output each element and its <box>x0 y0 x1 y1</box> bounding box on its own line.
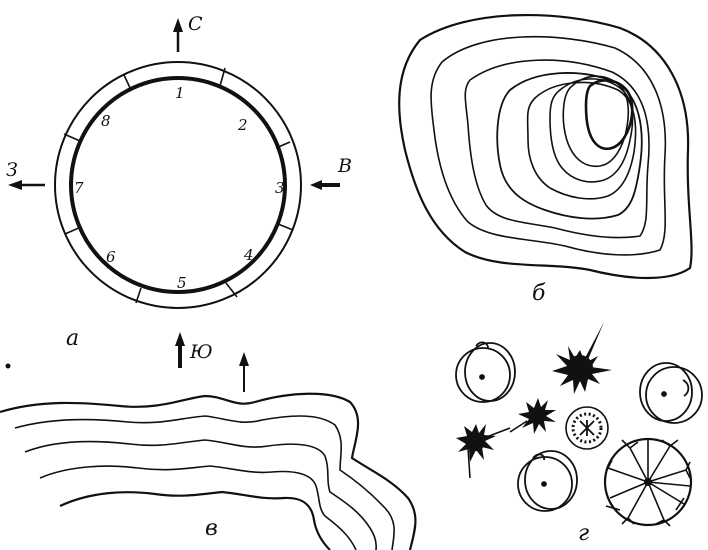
sector-label-4: 4 <box>243 246 254 264</box>
sector-label-8: 8 <box>101 112 111 130</box>
sector-label-5: 5 <box>177 274 187 292</box>
east-arrow-icon <box>310 180 340 190</box>
sector-label-6: 6 <box>106 248 116 266</box>
sector-label-7: 7 <box>74 179 84 197</box>
sector-label-3: 3 <box>275 179 285 197</box>
compass-east: В <box>337 155 352 177</box>
panel-a: 1 2 3 4 5 6 7 8 С В З Ю а <box>6 13 352 368</box>
west-arrow-icon <box>8 180 45 190</box>
sector-label-1: 1 <box>175 84 185 102</box>
radial-particle <box>566 407 608 449</box>
bark-dividers <box>64 68 293 303</box>
compass-west: З <box>6 159 18 181</box>
compass-north: С <box>188 13 203 35</box>
compass-south: Ю <box>189 341 213 363</box>
north-arrow-icon <box>173 18 183 52</box>
spiky-particle-medium <box>510 398 556 434</box>
contour-ring-1 <box>399 15 691 278</box>
sector-label-2: 2 <box>237 116 248 134</box>
panel-b: б <box>399 15 691 306</box>
stray-dot <box>6 364 11 369</box>
spiky-particle-small <box>456 424 510 478</box>
up-arrow-icon <box>239 352 249 392</box>
dendritic-particle <box>605 439 691 526</box>
panel-g: г <box>456 322 702 546</box>
sphere-particle-3 <box>640 363 702 423</box>
south-arrow-icon <box>175 332 185 368</box>
sphere-particle-2 <box>518 451 577 511</box>
spiky-particle-large <box>552 322 612 394</box>
layer-line-5 <box>60 492 330 550</box>
panel-label-v: в <box>205 516 218 541</box>
contour-ring-2 <box>431 37 665 255</box>
sphere-particle-1 <box>456 342 515 402</box>
panel-label-a: а <box>66 326 79 351</box>
panel-v: в <box>0 352 415 550</box>
panel-label-b: б <box>532 281 546 306</box>
panel-label-g: г <box>578 521 589 546</box>
